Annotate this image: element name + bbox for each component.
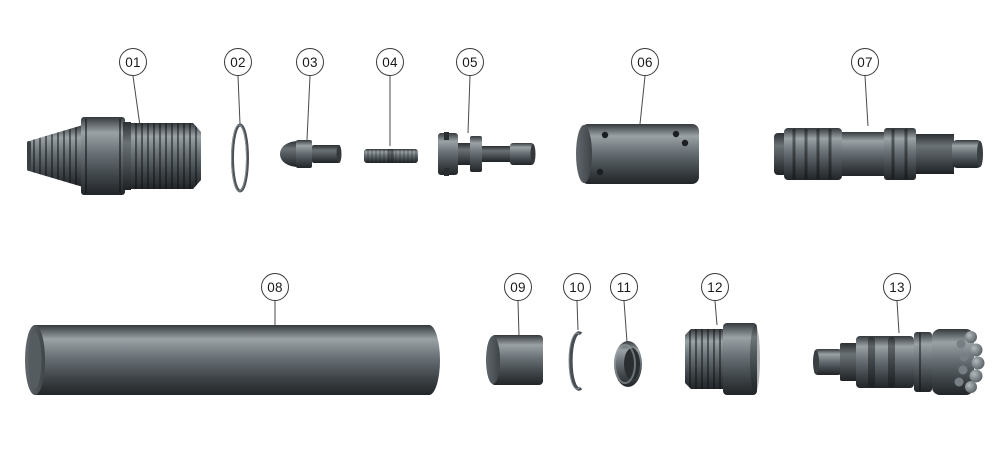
part-illustration-13: [813, 329, 985, 395]
leader-line-01: [132, 75, 141, 127]
part-label-09: 09: [504, 273, 532, 301]
part-label-03: 03: [296, 48, 324, 76]
leader-line-06: [639, 75, 646, 125]
part-illustration-05: [438, 132, 536, 176]
part-illustration-04: [364, 149, 418, 163]
part-illustration-09: [486, 335, 543, 385]
part-label-10: 10: [563, 273, 591, 301]
part-illustration-10: [568, 331, 583, 391]
leader-line-10: [576, 300, 579, 331]
part-illustration-01: [27, 117, 201, 195]
part-illustration-12: [685, 323, 760, 395]
part-illustration-08: [25, 325, 440, 395]
part-label-04: 04: [376, 48, 404, 76]
leader-line-13: [896, 300, 900, 334]
part-label-01: 01: [119, 48, 147, 76]
leader-line-12: [714, 300, 718, 326]
part-illustration-03: [280, 140, 342, 168]
part-label-05: 05: [456, 48, 484, 76]
leader-line-02: [237, 75, 241, 125]
part-illustration-07: [774, 128, 983, 180]
part-label-13: 13: [883, 273, 911, 301]
leader-line-05: [467, 75, 471, 134]
part-label-02: 02: [224, 48, 252, 76]
part-label-11: 11: [610, 273, 638, 301]
part-label-08: 08: [261, 273, 289, 301]
part-illustration-02: [231, 123, 249, 193]
leader-line-03: [306, 75, 311, 141]
leader-line-07: [864, 75, 869, 127]
part-illustration-11: [614, 341, 642, 387]
part-label-07: 07: [851, 48, 879, 76]
leader-line-09: [517, 300, 520, 337]
leader-line-11: [623, 300, 628, 343]
part-illustration-06: [576, 124, 699, 184]
part-label-06: 06: [631, 48, 659, 76]
part-label-12: 12: [701, 273, 729, 301]
